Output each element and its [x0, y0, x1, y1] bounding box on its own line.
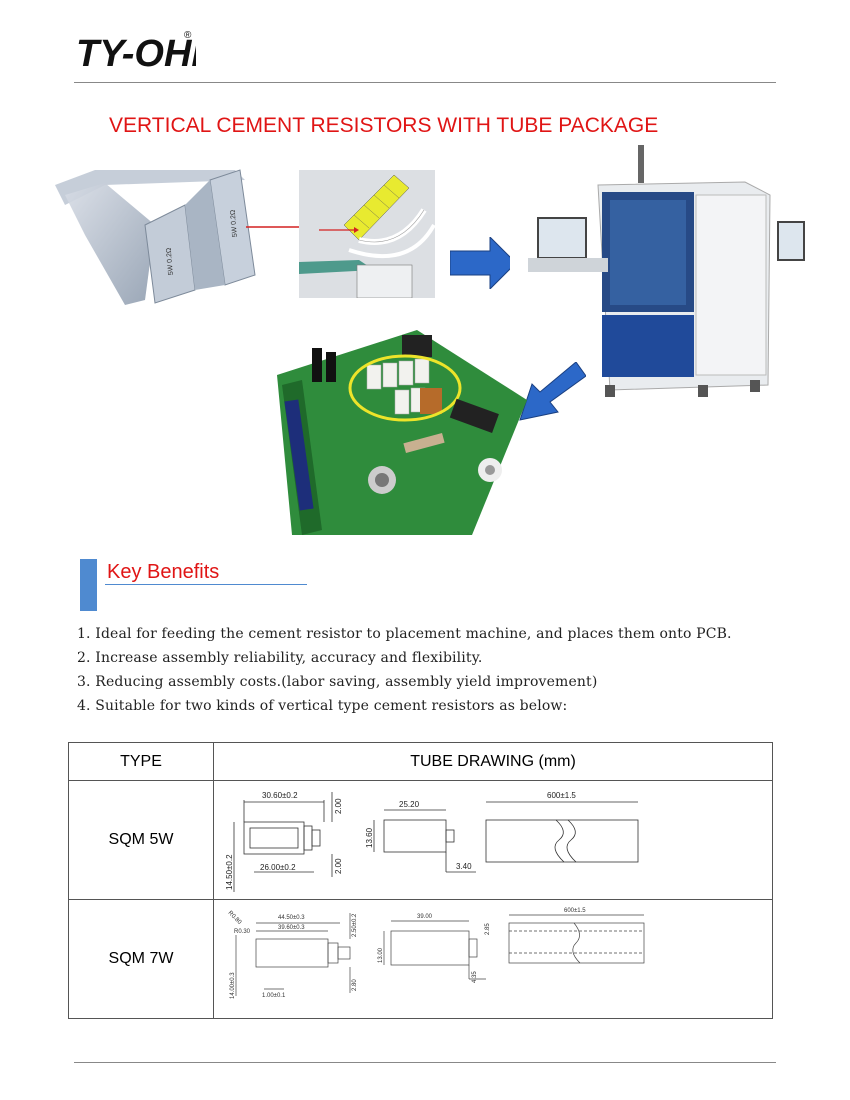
tube-drawing-table: TYPE TUBE DRAWING (mm) SQM 5W	[68, 741, 773, 1019]
placement-machine-photo	[510, 140, 830, 415]
dim-7w-m: 600±1.5	[564, 908, 586, 914]
dim-7w-c: R0.80	[227, 910, 243, 926]
dim-7w-e: 2.50±0.2	[352, 913, 358, 937]
tube-label-2: 5W 0.2Ω	[230, 210, 239, 238]
dim-5w-e: 2.00	[334, 858, 343, 874]
dim-7w-h: 2.80	[352, 979, 358, 991]
dim-5w-d: 26.00±0.2	[260, 863, 296, 872]
dim-7w-a: 44.50±0.3	[278, 915, 305, 921]
sqm7w-tube-drawing: 44.50±0.3 39.60±0.3 R0.80 R0.30 2.50±0.2…	[227, 908, 645, 999]
blue-arrow-right-icon	[450, 237, 516, 289]
table-row: SQM 7W	[68, 899, 773, 1019]
benefit-item: 4. Suitable for two kinds of vertical ty…	[77, 698, 568, 714]
benefit-item: 2. Increase assembly reliability, accura…	[77, 650, 483, 666]
logo-text: TY-OHM	[76, 33, 196, 74]
drawing-cell: 44.50±0.3 39.60±0.3 R0.80 R0.30 2.50±0.2…	[213, 899, 773, 1019]
dim-5w-b: 2.00	[334, 798, 343, 814]
dim-7w-i: 39.00	[417, 914, 433, 920]
dim-7w-f: 14.00±0.3	[230, 972, 236, 999]
dim-5w-a: 30.60±0.2	[262, 791, 298, 800]
feeder-diagram	[299, 170, 435, 298]
drawing-cell: 30.60±0.2 2.00 14.50±0.2 26.00±0.2 2.00 …	[213, 780, 773, 901]
table-row: SQM 5W	[68, 780, 773, 901]
dim-7w-b: 39.60±0.3	[278, 925, 305, 931]
dim-7w-l: 4.35	[472, 971, 478, 983]
benefit-item: 3. Reducing assembly costs.(labor saving…	[77, 674, 598, 690]
table-header-row: TYPE TUBE DRAWING (mm)	[68, 741, 773, 782]
header-type: TYPE	[68, 741, 214, 782]
type-cell: SQM 7W	[68, 899, 214, 1019]
dim-5w-h: 3.40	[456, 862, 472, 871]
benefit-item: 1. Ideal for feeding the cement resistor…	[77, 626, 732, 642]
key-benefits-accent-bar	[80, 559, 97, 611]
benefits-list: 1. Ideal for feeding the cement resistor…	[77, 622, 732, 718]
dim-5w-c: 14.50±0.2	[225, 854, 234, 890]
dim-7w-j: 2.85	[485, 923, 491, 935]
page-title: VERTICAL CEMENT RESISTORS WITH TUBE PACK…	[109, 114, 659, 137]
key-benefits-underline	[105, 584, 307, 585]
registered-mark: ®	[184, 30, 192, 41]
dim-5w-f: 25.20	[399, 800, 420, 809]
dim-7w-g: 1.00±0.1	[262, 993, 286, 999]
blue-arrow-down-left-icon	[519, 362, 586, 421]
header-tube-drawing: TUBE DRAWING (mm)	[213, 741, 773, 782]
sqm5w-tube-drawing: 30.60±0.2 2.00 14.50±0.2 26.00±0.2 2.00 …	[225, 791, 639, 893]
pcb-photo	[277, 330, 527, 535]
dim-7w-k: 13.00	[378, 947, 384, 963]
dim-7w-d: R0.30	[234, 929, 251, 935]
dim-5w-g: 13.60	[365, 828, 374, 849]
tube-label-1: 5W 0.2Ω	[166, 248, 175, 276]
footer-divider	[74, 1062, 776, 1063]
tyohm-logo: TY-OHM ®	[76, 30, 196, 74]
tube-package-photo: 5W 0.2Ω 5W 0.2Ω	[55, 169, 256, 305]
header-divider	[74, 82, 776, 83]
key-benefits-heading: Key Benefits	[107, 561, 220, 583]
dim-5w-i: 600±1.5	[547, 791, 576, 800]
type-cell: SQM 5W	[68, 780, 214, 901]
